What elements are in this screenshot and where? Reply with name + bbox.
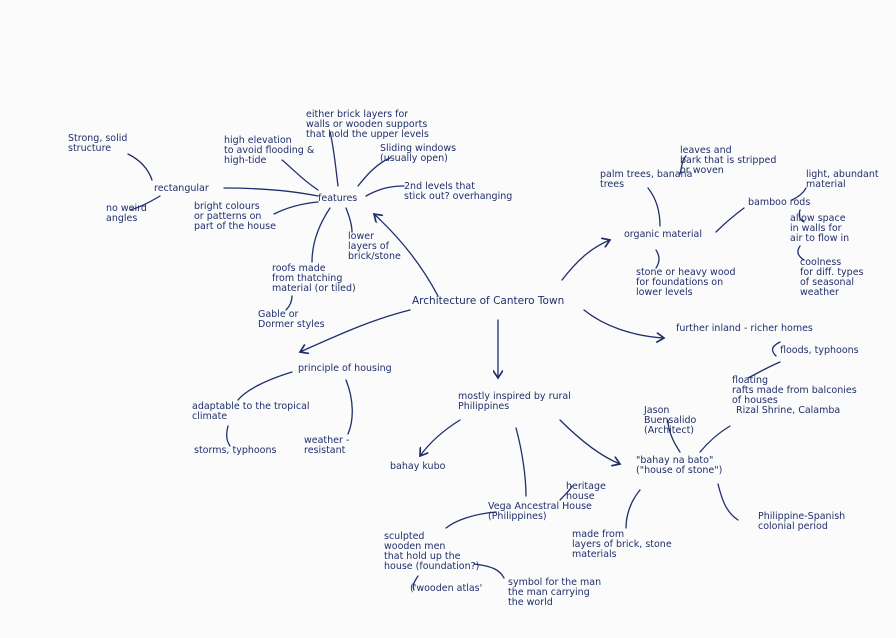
- link-inspired-bahaykubo: [420, 419, 461, 456]
- symbol-node: symbol for the man the man carrying the …: [508, 577, 602, 608]
- storms-typhoons-node: storms, typhoons: [194, 445, 277, 456]
- link-features-bright: [273, 201, 319, 215]
- rizal-shrine-node: Rizal Shrine, Calamba: [736, 405, 841, 416]
- high-elevation-node: high elevation to avoid flooding & high-…: [224, 135, 315, 166]
- sculpted-men-node: sculpted wooden men that hold up the hou…: [384, 531, 480, 572]
- rectangular-node: rectangular: [154, 183, 209, 194]
- link-organic-bamboo: [715, 207, 745, 233]
- features-node: features: [318, 193, 358, 204]
- link-sculpted-symbol: [473, 563, 505, 579]
- link-adaptable-storms: [226, 425, 231, 447]
- wooden-atlas-node: ('wooden atlas': [410, 583, 483, 594]
- bright-colours-node: bright colours or patterns on part of th…: [194, 201, 276, 232]
- link-palm-leaves: [679, 155, 687, 175]
- no-weird-angles-node: no weird angles: [106, 203, 147, 224]
- light-abundant-node: light, abundant material: [806, 169, 879, 190]
- link-features-lower: [345, 207, 353, 233]
- organic-material-node: organic material: [624, 229, 702, 240]
- philippine-spanish-node: Philippine-Spanish colonial period: [758, 511, 846, 532]
- link-features-rectangular: [223, 187, 319, 197]
- link-vega-sculpted: [445, 511, 497, 529]
- link-organic-palm: [647, 187, 661, 227]
- link-inland-floods: [771, 341, 781, 357]
- allow-space-node: allow space in walls for air to flow in: [790, 213, 850, 244]
- strong-solid-node: Strong, solid structure: [68, 133, 128, 154]
- stone-heavy-wood-node: stone or heavy wood for foundations on l…: [636, 267, 736, 298]
- link-bato-jason: [667, 419, 681, 453]
- heritage-house-node: heritage house: [566, 481, 606, 502]
- link-vega-heritage: [559, 485, 573, 501]
- leaves-bark-node: leaves and bark that is stripped or wove…: [680, 145, 777, 176]
- brick-layers-node: either brick layers for walls or wooden …: [306, 109, 429, 140]
- gable-dormer-node: Gable or Dormer styles: [258, 309, 325, 330]
- link-center-inland: [583, 309, 664, 338]
- weather-resistant-node: weather - resistant: [304, 435, 350, 456]
- link-rectangular-strong: [127, 153, 153, 181]
- link-center-organic: [561, 240, 610, 281]
- link-bamboo-light: [791, 187, 807, 201]
- adaptable-node: adaptable to the tropical climate: [192, 401, 310, 422]
- link-features-brick: [329, 131, 339, 187]
- link-center-features: [374, 214, 439, 297]
- bamboo-rods-node: bamboo rods: [748, 197, 811, 208]
- link-features-roofs: [311, 207, 331, 263]
- sliding-windows-node: Sliding windows (usually open): [380, 143, 457, 164]
- principle-of-housing-node: principle of housing: [298, 363, 392, 374]
- bahay-na-bato-node: "bahay na bato" ("house of stone"): [636, 455, 723, 476]
- palm-trees-node: palm trees, banana trees: [600, 169, 693, 190]
- link-inspired-bahaynabato: [559, 419, 620, 464]
- second-levels-node: 2nd levels that stick out? overhanging: [404, 181, 513, 202]
- link-center-principle: [300, 309, 411, 352]
- link-principle-weather: [345, 379, 353, 435]
- link-sculpted-atlas: [412, 575, 419, 591]
- vega-ancestral-node: Vega Ancestral House (Philippines): [488, 501, 592, 522]
- link-bamboo-allow: [798, 209, 805, 223]
- link-features-sliding: [357, 157, 391, 187]
- floating-rafts-node: floating rafts made from balconies of ho…: [732, 375, 857, 406]
- floods-typhoons-node: floods, typhoons: [780, 345, 859, 356]
- jason-buensalido-node: Jason Buensalido (Architect): [644, 405, 697, 436]
- link-principle-adaptable: [237, 371, 293, 401]
- bahay-kubo-node: bahay kubo: [390, 461, 446, 472]
- mostly-inspired-node: mostly inspired by rural Philippines: [458, 391, 571, 412]
- lower-layers-node: lower layers of brick/stone: [348, 231, 401, 262]
- further-inland-node: further inland - richer homes: [676, 323, 813, 334]
- link-floods-floating: [747, 361, 781, 379]
- link-roofs-gable: [285, 295, 293, 311]
- made-from-node: made from layers of brick, stone materia…: [572, 529, 672, 560]
- link-bato-madefrom: [625, 489, 641, 529]
- roofs-node: roofs made from thatching material (or t…: [272, 263, 356, 294]
- link-bato-spanish: [717, 483, 739, 521]
- coolness-node: coolness for diff. types of seasonal wea…: [800, 257, 864, 298]
- link-rectangular-noweird: [129, 195, 161, 211]
- link-organic-stone: [655, 249, 660, 269]
- link-allow-coolness: [797, 245, 805, 261]
- central-topic: Architecture of Cantero Town: [412, 295, 565, 307]
- link-features-high: [281, 159, 319, 191]
- link-bato-rizal: [699, 425, 731, 453]
- link-inspired-vega: [515, 427, 527, 497]
- link-features-second: [365, 185, 405, 197]
